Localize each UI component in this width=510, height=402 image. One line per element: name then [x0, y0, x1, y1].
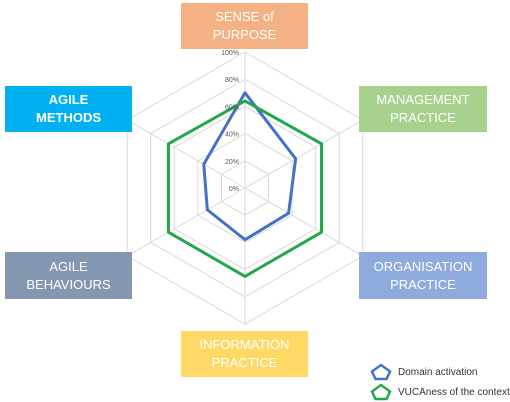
category-box-information-practice: INFORMATION PRACTICE [181, 331, 308, 377]
tick-label: 80% [225, 77, 239, 84]
grid-spoke [126, 119, 246, 189]
legend: Domain activation VUCAness of the contex… [370, 362, 510, 402]
category-box-organisation-practice: ORGANISATION PRACTICE [359, 252, 487, 299]
grid-spoke [126, 187, 246, 257]
pentagon-icon [370, 363, 392, 381]
grid-spoke [244, 119, 364, 189]
category-box-management-practice: MANAGEMENT PRACTICE [359, 86, 487, 132]
tick-label: 100% [221, 50, 239, 57]
grid-spoke [244, 187, 364, 257]
series-line-0 [202, 91, 298, 242]
series-line-1 [166, 99, 324, 278]
radar-series [166, 91, 324, 278]
tick-label: 40% [225, 132, 239, 139]
tick-label: 60% [225, 104, 239, 111]
category-box-agile-methods: AGILE METHODS [5, 86, 132, 132]
legend-label: Domain activation [398, 366, 478, 378]
legend-item-domain-activation: Domain activation [370, 362, 510, 382]
legend-item-vucaness: VUCAness of the context [370, 382, 510, 402]
category-box-agile-behaviours: AGILE BEHAVIOURS [5, 252, 132, 299]
radar-tick-labels: 0% 20% 40% 60% 80% 100% [221, 50, 239, 193]
category-box-sense-of-purpose: SENSE of PURPOSE [181, 3, 308, 49]
legend-label: VUCAness of the context [398, 386, 510, 398]
tick-label: 20% [225, 159, 239, 166]
pentagon-icon [370, 383, 392, 401]
tick-label: 0% [229, 186, 239, 193]
